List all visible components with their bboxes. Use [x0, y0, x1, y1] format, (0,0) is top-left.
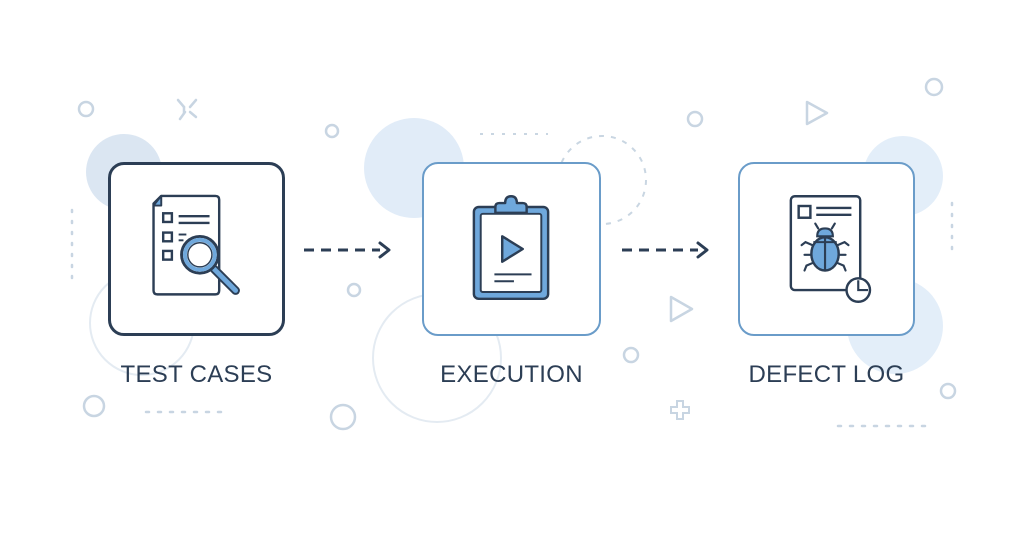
dashed-arrow-right — [304, 241, 391, 259]
decor-sparkle — [176, 98, 198, 121]
decor-triangle — [805, 100, 829, 126]
decor-small-circle — [939, 382, 957, 400]
decor-small-circle — [77, 100, 95, 118]
node-test-cases — [108, 162, 285, 336]
decor-small-circle — [82, 394, 106, 418]
document-bug-clock-icon — [789, 195, 872, 303]
dashed-arrow-right — [622, 241, 709, 259]
node-defect-log — [738, 162, 915, 336]
node-label-test-cases: TEST CASES — [120, 361, 273, 388]
clipboard-play-icon — [472, 195, 550, 301]
decor-small-circle — [622, 346, 640, 364]
decor-small-circle — [924, 77, 944, 97]
decor-triangle — [669, 295, 694, 323]
node-execution — [422, 162, 601, 336]
decor-small-circle — [346, 282, 362, 298]
document-checklist-magnifier-icon — [152, 194, 240, 296]
decor-plus — [670, 400, 690, 420]
node-label-defect-log: DEFECT LOG — [748, 361, 905, 388]
decor-small-circle — [324, 123, 340, 139]
node-label-execution: EXECUTION — [440, 361, 583, 388]
decor-small-circle — [686, 110, 704, 128]
decor-small-circle — [329, 403, 357, 431]
